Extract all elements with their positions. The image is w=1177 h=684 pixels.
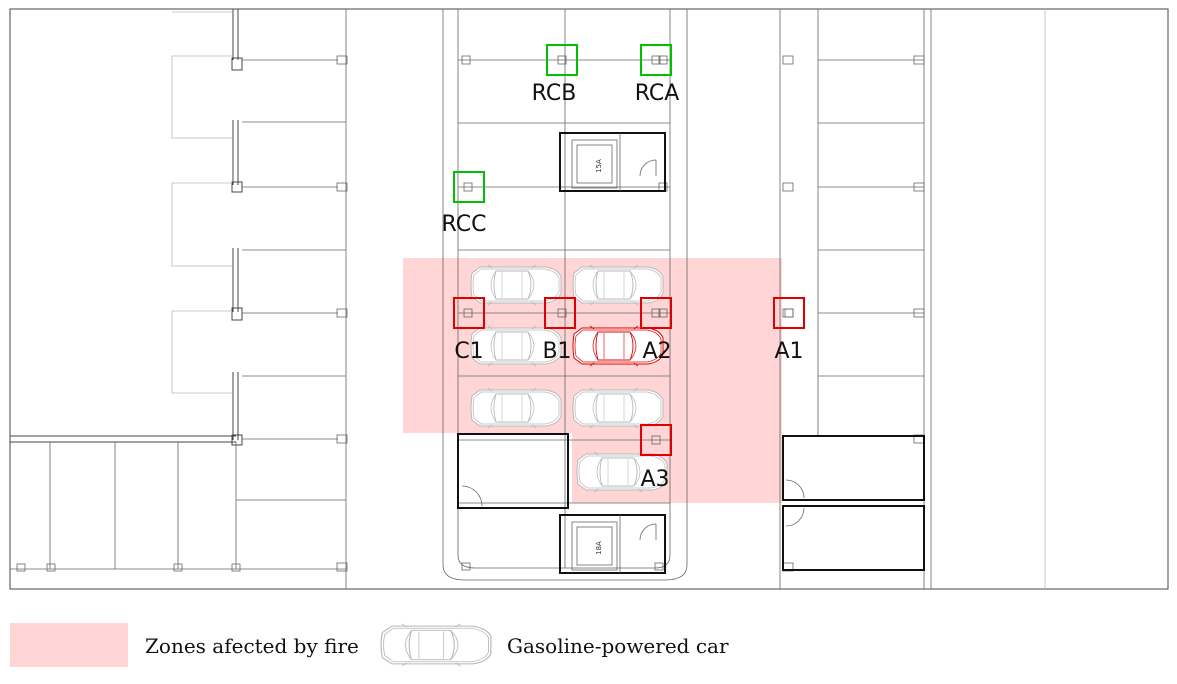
sensor-label-c1: C1: [454, 339, 483, 364]
affected-sensor-c1: [453, 297, 485, 329]
reference-sensor-rcb: [546, 44, 578, 76]
elevator-core-bottom: 18A: [559, 514, 666, 574]
elevator-core-top: 15A: [559, 132, 666, 192]
plan-frame: [9, 8, 1169, 590]
central-island: [442, 9, 688, 581]
sensor-label-rcc: RCC: [442, 212, 487, 237]
affected-sensor-b1: [544, 297, 576, 329]
elevator-label-top: 15A: [595, 159, 603, 173]
legend-car-symbol: [380, 623, 492, 667]
elevator-label-bottom: 18A: [595, 541, 603, 555]
sensor-label-a3: A3: [640, 467, 669, 492]
sensor-label-a1: A1: [774, 339, 803, 364]
sensor-label-a2: A2: [642, 339, 671, 364]
reference-sensor-rcc: [453, 171, 485, 203]
right-parking-block: [779, 9, 1046, 589]
legend-fire-zone-swatch: [10, 623, 128, 667]
storage-room: [457, 433, 569, 509]
left-parking-block: [10, 9, 348, 589]
sensor-label-b1: B1: [542, 339, 571, 364]
affected-sensor-a2: [640, 297, 672, 329]
sensor-label-rca: RCA: [635, 81, 680, 106]
affected-sensor-a1: [773, 297, 805, 329]
legend: Zones afected by fire Gasoline-powered c…: [10, 623, 729, 667]
affected-sensor-a3: [640, 424, 672, 456]
parked-car: [470, 387, 562, 429]
reference-sensor-rca: [640, 44, 672, 76]
parked-car: [572, 387, 664, 429]
legend-car-label: Gasoline-powered car: [507, 634, 729, 658]
legend-fire-zone-label: Zones afected by fire: [145, 634, 359, 658]
sensor-label-rcb: RCB: [532, 81, 577, 106]
